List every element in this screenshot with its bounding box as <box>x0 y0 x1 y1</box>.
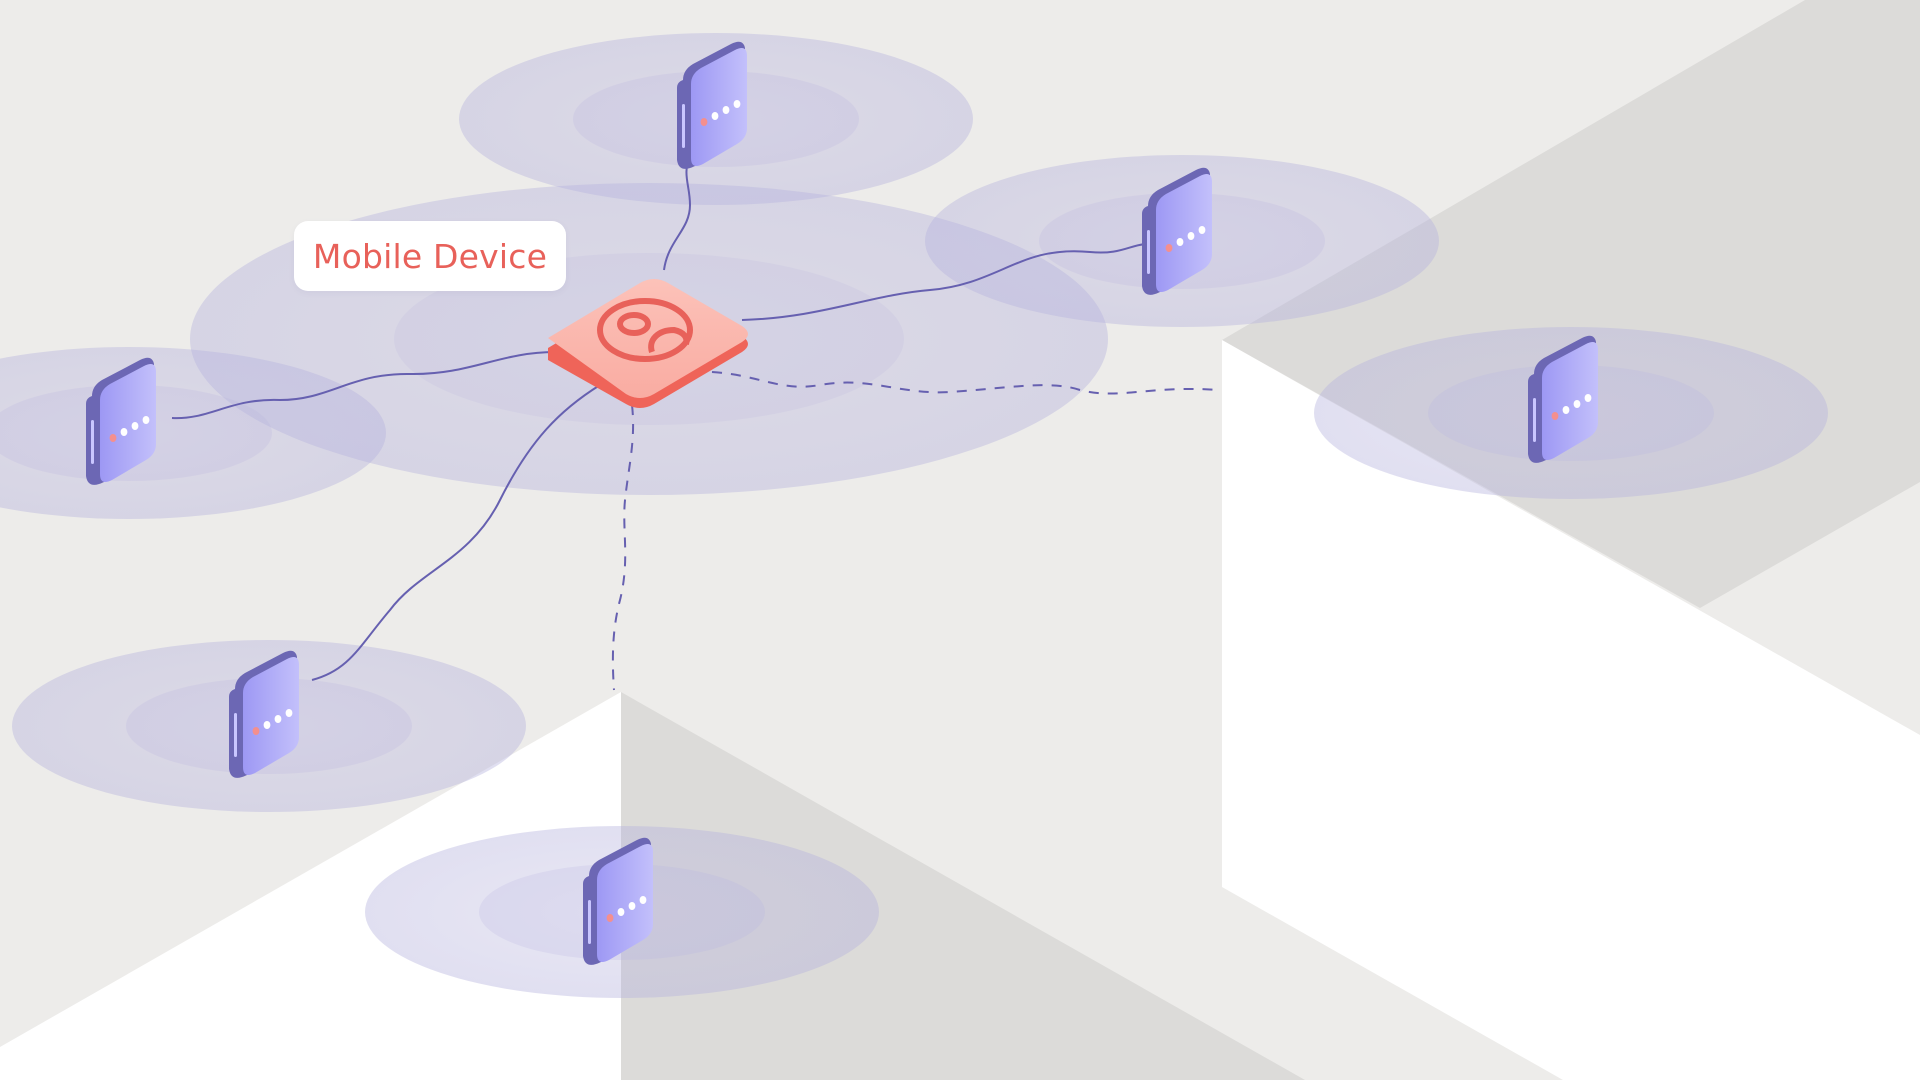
link-upper-right <box>741 243 1147 321</box>
shadow-plane-pyramid <box>621 692 1305 1080</box>
mobile-device-label: Mobile Device <box>294 221 566 291</box>
link-left <box>171 351 556 420</box>
user-profile-icon <box>597 298 693 362</box>
mobile-device-label-text: Mobile Device <box>312 236 548 276</box>
link-top <box>663 154 692 271</box>
link-far-right-dashed <box>711 371 1219 395</box>
connection-links <box>171 154 1219 691</box>
link-lower-left <box>311 384 601 681</box>
mobile-device-hub[interactable] <box>548 279 748 408</box>
white-plane-right <box>1222 340 1920 1080</box>
white-plane-pyramid <box>0 692 621 1080</box>
link-bottom-dashed <box>611 404 635 691</box>
